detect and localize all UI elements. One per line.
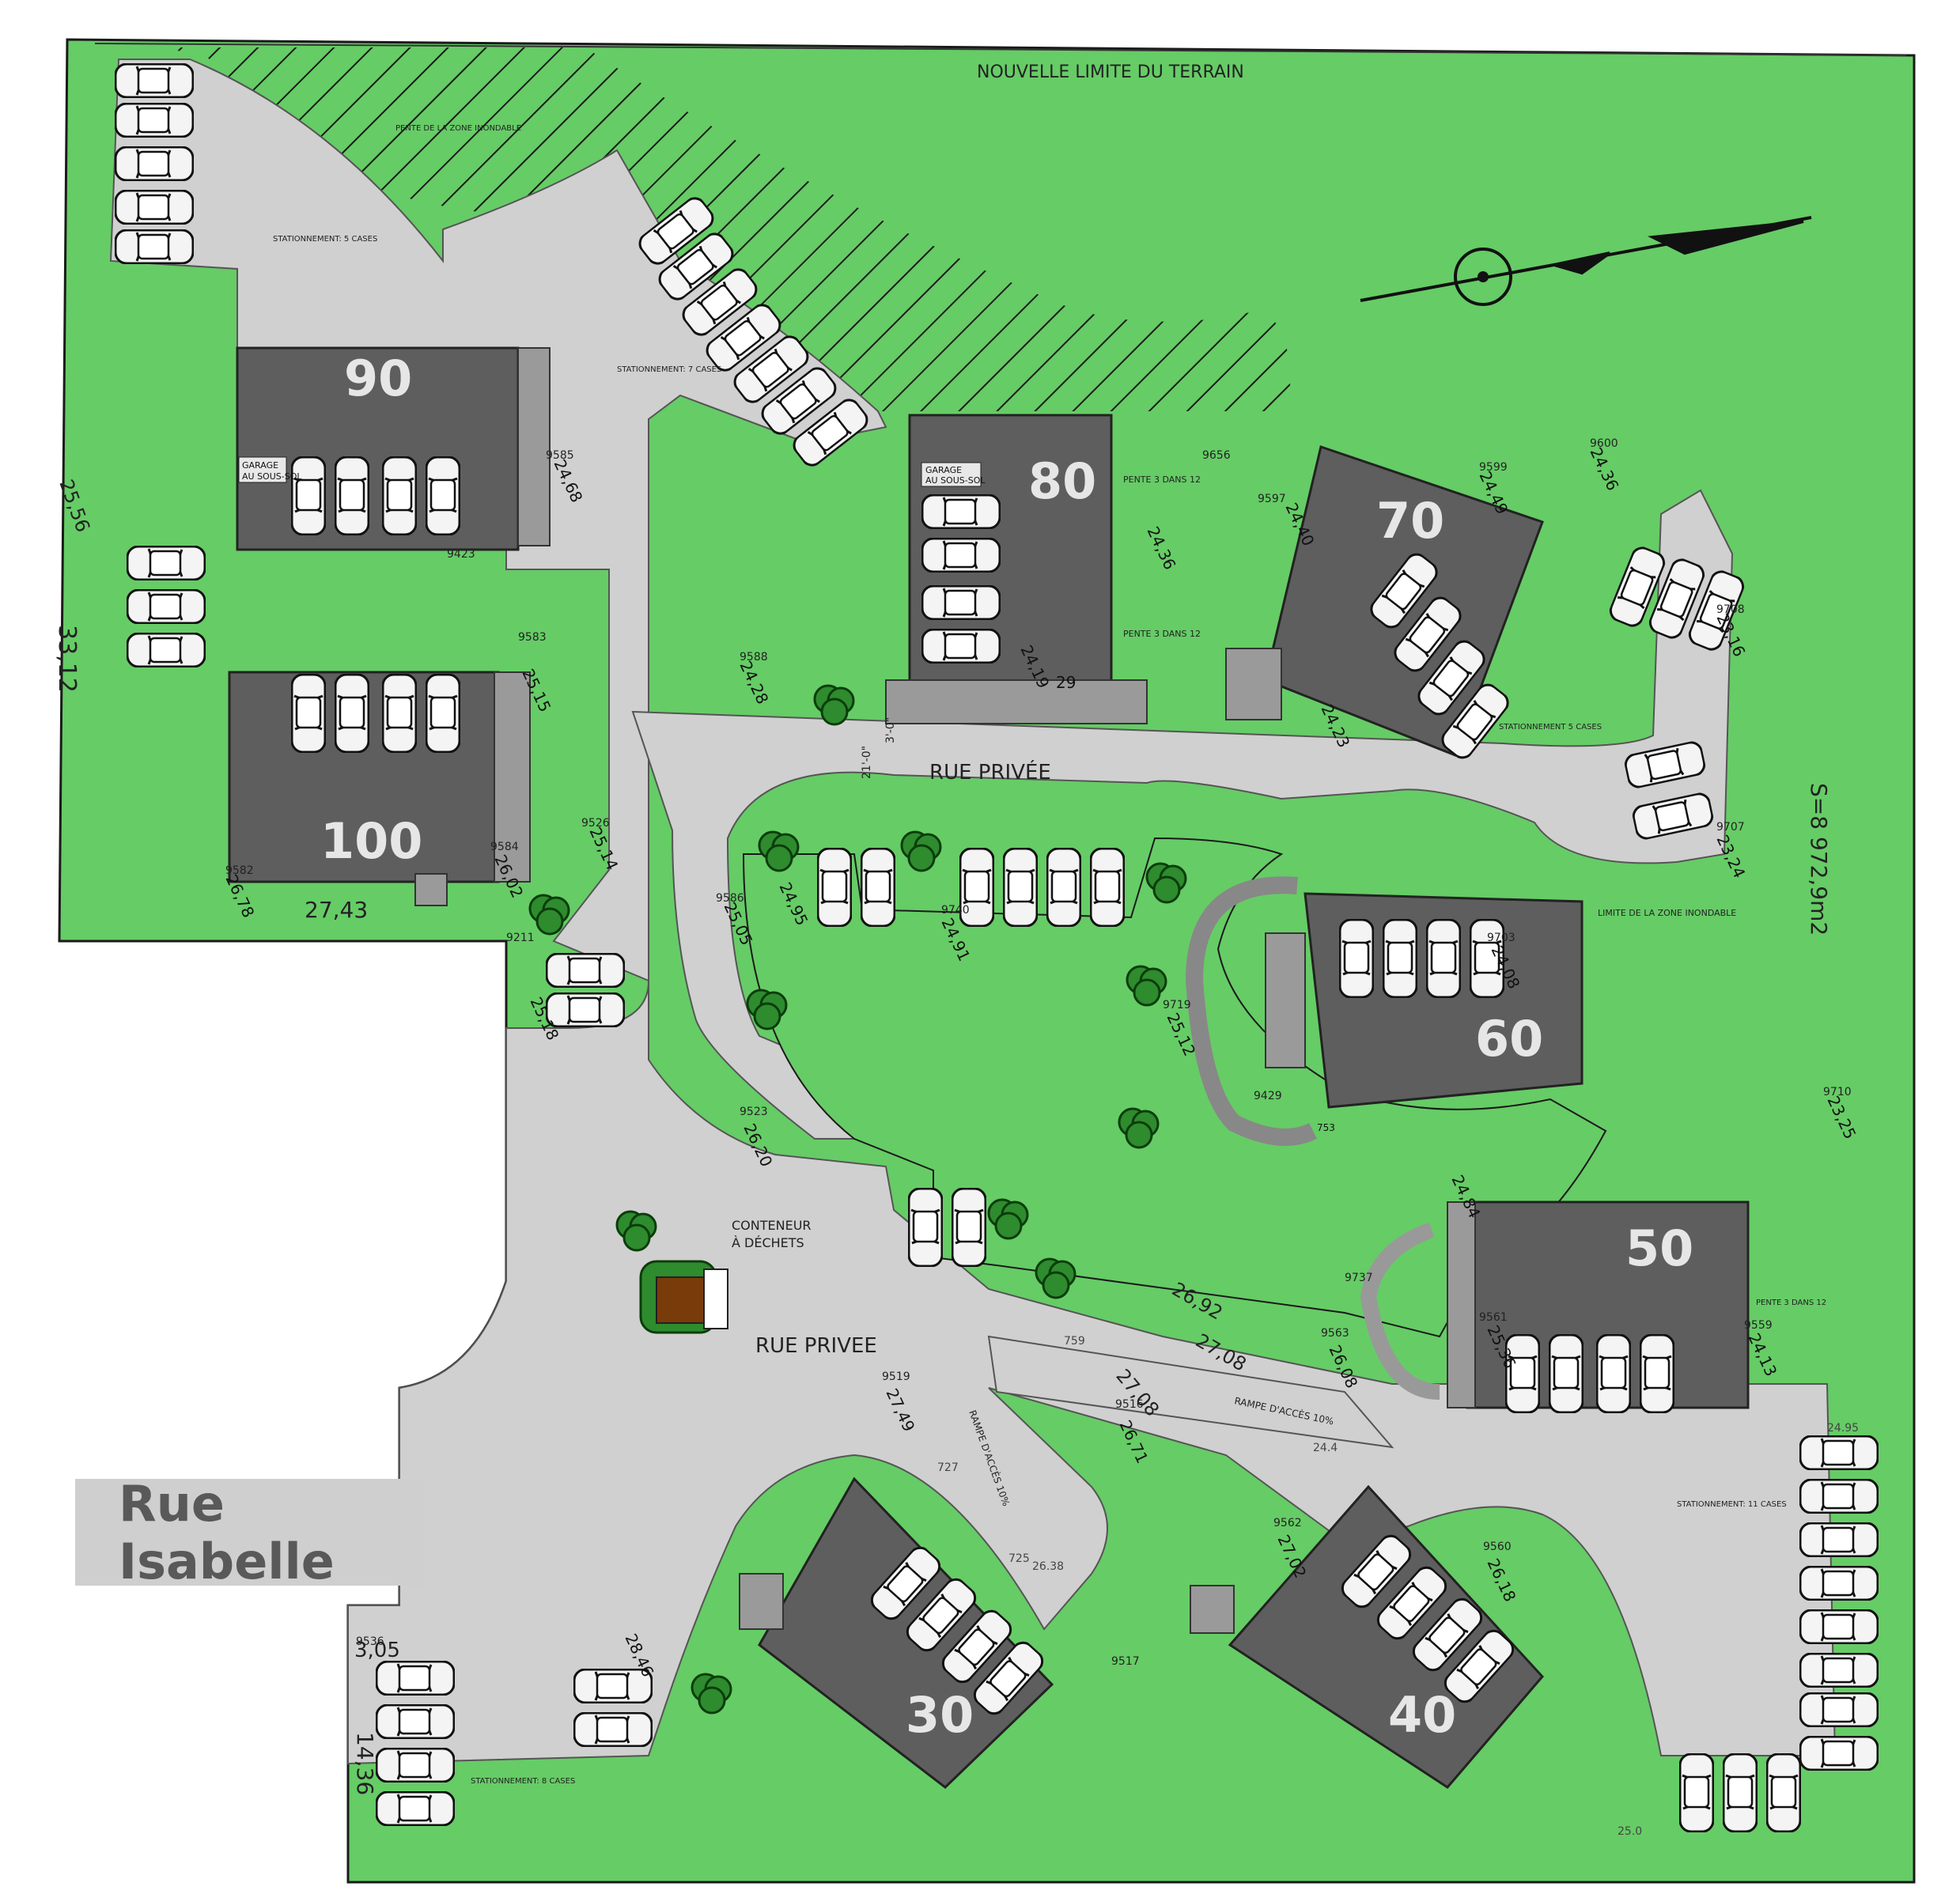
svg-text:727: 727 bbox=[937, 1461, 959, 1474]
svg-text:9582: 9582 bbox=[225, 864, 254, 877]
building-number-40: 40 bbox=[1388, 1686, 1456, 1744]
private-street-label-2: RUE PRIVEE bbox=[755, 1334, 877, 1358]
svg-text:9516: 9516 bbox=[1115, 1398, 1144, 1411]
svg-text:9423: 9423 bbox=[447, 548, 475, 561]
svg-text:3,05: 3,05 bbox=[354, 1639, 400, 1662]
building-numbers: 90 80 70 100 60 50 30 40 bbox=[320, 350, 1693, 1744]
svg-text:33,12: 33,12 bbox=[53, 625, 81, 693]
container-label: CONTENEUR bbox=[732, 1218, 812, 1233]
svg-text:9719: 9719 bbox=[1163, 999, 1191, 1011]
svg-text:9708: 9708 bbox=[1716, 603, 1745, 616]
building-number-80: 80 bbox=[1028, 452, 1096, 510]
parking-label: STATIONNEMENT: 5 CASES bbox=[273, 235, 377, 244]
svg-text:9597: 9597 bbox=[1258, 493, 1286, 505]
svg-text:26.38: 26.38 bbox=[1032, 1560, 1064, 1573]
parking-label: STATIONNEMENT: 11 CASES bbox=[1677, 1500, 1787, 1509]
parking-label: STATIONNEMENT 5 CASES bbox=[1499, 723, 1602, 732]
svg-text:29: 29 bbox=[1056, 673, 1076, 692]
slope-label: PENTE 3 DANS 12 bbox=[1123, 629, 1201, 639]
svg-text:3'-0": 3'-0" bbox=[884, 717, 897, 743]
svg-text:9563: 9563 bbox=[1321, 1327, 1349, 1340]
svg-text:9656: 9656 bbox=[1202, 449, 1231, 462]
north-arrow-icon bbox=[1360, 216, 1812, 306]
slope-label: PENTE 3 DANS 12 bbox=[1756, 1299, 1826, 1307]
svg-text:725: 725 bbox=[1008, 1552, 1030, 1565]
svg-text:9584: 9584 bbox=[490, 841, 519, 853]
svg-text:9523: 9523 bbox=[740, 1106, 768, 1118]
svg-text:14,36: 14,36 bbox=[352, 1732, 378, 1795]
flood-slope-label: PENTE DE LA ZONE INONDABLE bbox=[395, 124, 521, 133]
svg-text:9559: 9559 bbox=[1744, 1319, 1773, 1332]
svg-text:9536: 9536 bbox=[356, 1635, 384, 1648]
svg-text:9740: 9740 bbox=[941, 904, 970, 917]
svg-text:21'-0": 21'-0" bbox=[861, 746, 873, 779]
building-number-100: 100 bbox=[320, 812, 422, 870]
misc-labels: 727 759 725 24.4 26.38 24.95 25.0 29 753 bbox=[937, 673, 1859, 1838]
survey-point-ids: 9423 9583 9584 9585 9526 9582 9586 9523 … bbox=[225, 437, 1852, 1668]
building-60 bbox=[1304, 892, 1584, 1109]
building-number-30: 30 bbox=[906, 1686, 974, 1744]
building-40 bbox=[1228, 1484, 1545, 1789]
entry-stairs bbox=[414, 347, 1476, 1634]
boundary-line bbox=[94, 43, 1907, 56]
svg-text:27,43: 27,43 bbox=[305, 897, 368, 923]
walkway-50 bbox=[1360, 1222, 1440, 1400]
svg-text:9562: 9562 bbox=[1273, 1517, 1302, 1529]
svg-text:AU SOUS-SOL: AU SOUS-SOL bbox=[925, 475, 986, 486]
garage-labels: GARAGE AU SOUS-SOL GARAGE AU SOUS-SOL bbox=[238, 456, 986, 487]
svg-text:9710: 9710 bbox=[1823, 1086, 1852, 1098]
svg-text:9583: 9583 bbox=[518, 631, 547, 644]
svg-text:AU SOUS-SOL: AU SOUS-SOL bbox=[242, 471, 302, 482]
flood-zone-hatch bbox=[158, 47, 1291, 411]
private-street-label-1: RUE PRIVÉE bbox=[929, 759, 1051, 785]
waste-container-icon bbox=[639, 1260, 728, 1334]
svg-text:9519: 9519 bbox=[882, 1371, 910, 1383]
building-number-60: 60 bbox=[1475, 1010, 1543, 1068]
svg-text:25.0: 25.0 bbox=[1618, 1825, 1642, 1838]
svg-text:9526: 9526 bbox=[581, 817, 610, 830]
svg-text:24.95: 24.95 bbox=[1827, 1422, 1859, 1435]
parking-label: STATIONNEMENT: 7 CASES bbox=[617, 365, 721, 374]
svg-text:9211: 9211 bbox=[506, 932, 535, 944]
svg-text:24.4: 24.4 bbox=[1313, 1442, 1338, 1454]
svg-text:9517: 9517 bbox=[1111, 1655, 1140, 1668]
svg-text:9707: 9707 bbox=[1716, 821, 1745, 834]
street-name: Rue Isabelle bbox=[119, 1474, 335, 1590]
svg-text:9600: 9600 bbox=[1590, 437, 1618, 450]
flood-zone-label: LIMITE DE LA ZONE INONDABLE bbox=[1598, 908, 1736, 918]
street-label-rue-isabelle: Rue Isabelle bbox=[75, 1475, 431, 1590]
svg-text:9588: 9588 bbox=[740, 651, 768, 664]
svg-text:GARAGE: GARAGE bbox=[242, 460, 278, 471]
walkway-60 bbox=[1185, 876, 1317, 1146]
parking-label: STATIONNEMENT: 8 CASES bbox=[471, 1777, 575, 1786]
svg-text:9429: 9429 bbox=[1254, 1090, 1282, 1102]
building-number-90: 90 bbox=[344, 350, 412, 407]
svg-text:9560: 9560 bbox=[1483, 1541, 1512, 1553]
boundary-label: NOUVELLE LIMITE DU TERRAIN bbox=[977, 62, 1244, 82]
svg-text:9585: 9585 bbox=[546, 449, 574, 462]
container-label: À DÉCHETS bbox=[732, 1235, 804, 1250]
svg-text:9703: 9703 bbox=[1487, 932, 1515, 944]
svg-text:9561: 9561 bbox=[1479, 1311, 1508, 1324]
slope-label: PENTE 3 DANS 12 bbox=[1123, 475, 1201, 485]
area-label: S=8 972,9m2 bbox=[1806, 783, 1832, 936]
svg-text:9737: 9737 bbox=[1345, 1272, 1373, 1284]
svg-text:753: 753 bbox=[1317, 1122, 1335, 1133]
building-number-50: 50 bbox=[1625, 1219, 1693, 1277]
svg-text:GARAGE: GARAGE bbox=[925, 465, 962, 475]
svg-text:759: 759 bbox=[1064, 1335, 1085, 1348]
svg-text:9586: 9586 bbox=[716, 892, 744, 905]
svg-text:9599: 9599 bbox=[1479, 461, 1508, 474]
building-number-70: 70 bbox=[1376, 492, 1444, 550]
